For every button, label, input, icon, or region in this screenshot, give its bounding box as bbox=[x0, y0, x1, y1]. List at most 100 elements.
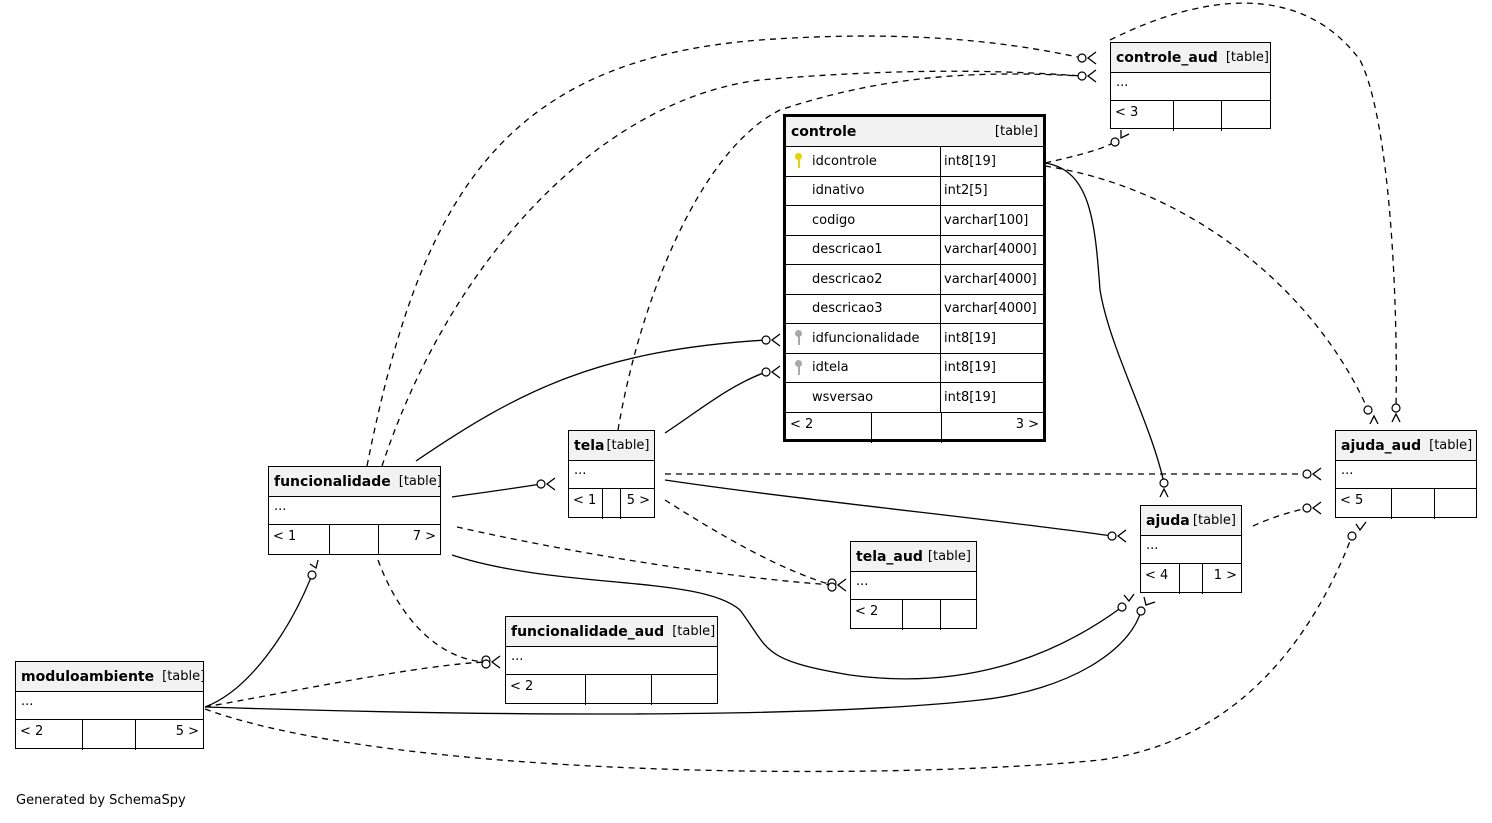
endpoint-funcionalidade-aud-1 bbox=[481, 655, 491, 665]
column-type: int8[19] bbox=[944, 153, 996, 169]
edge-controle-controle-aud bbox=[1044, 141, 1116, 164]
column-name-cell: idtela bbox=[786, 353, 941, 382]
table-funcionalidade[interactable]: funcionalidade [table] ... < 1 7 > bbox=[268, 466, 442, 555]
child-count: 7 > bbox=[412, 529, 436, 544]
column-type: varchar[4000] bbox=[944, 271, 1037, 287]
column-row[interactable]: codigo varchar[100] bbox=[786, 206, 1043, 236]
row-count bbox=[1392, 489, 1435, 519]
edge-funcionalidade-funcionalidade-aud bbox=[377, 559, 487, 663]
child-count: 3 > bbox=[1015, 416, 1039, 432]
column-name-cell: idnativo bbox=[786, 176, 941, 205]
endpoint-controle-aud-2 bbox=[1077, 71, 1087, 81]
crowfoot-ajuda-3 bbox=[1123, 593, 1135, 603]
child-count: 5 > bbox=[175, 724, 199, 739]
table-footer: < 4 1 > bbox=[1141, 564, 1241, 594]
column-row[interactable]: idcontrole int8[19] bbox=[786, 147, 1043, 177]
table-type: [table] bbox=[672, 624, 716, 639]
endpoint-ajuda-4 bbox=[1136, 606, 1146, 616]
table-columns-collapsed: ... bbox=[569, 461, 654, 489]
table-controle-aud[interactable]: controle_aud [table] ... < 3 bbox=[1110, 42, 1271, 131]
column-name: descricao3 bbox=[812, 301, 883, 317]
table-header: tela [table] bbox=[569, 431, 654, 461]
parent-count: < 1 bbox=[269, 525, 330, 555]
column-type: varchar[100] bbox=[944, 212, 1029, 228]
edge-controle-ajuda-aud bbox=[1044, 165, 1369, 411]
primary-key-icon bbox=[794, 153, 804, 169]
row-count bbox=[1174, 101, 1222, 131]
crowfoot-ajuda-aud-4 bbox=[1311, 501, 1322, 515]
table-funcionalidade-aud[interactable]: funcionalidade_aud [table] ... < 2 bbox=[505, 616, 718, 705]
table-type: [table] bbox=[162, 669, 206, 684]
edge-tela-ajuda bbox=[664, 479, 1113, 537]
column-name: wsversao bbox=[812, 389, 874, 405]
endpoint-tela-aud-2 bbox=[827, 582, 837, 592]
edge-moduloambiente-funcionalidade-aud bbox=[204, 661, 487, 708]
column-name: idcontrole bbox=[812, 153, 877, 169]
table-tela[interactable]: tela [table] ... < 1 5 > bbox=[568, 430, 655, 519]
table-moduloambiente[interactable]: moduloambiente [table] ... < 2 5 > bbox=[15, 661, 206, 750]
table-columns-collapsed: ... bbox=[851, 572, 976, 600]
table-ajuda-aud[interactable]: ajuda_aud [table] ... < 5 bbox=[1335, 430, 1477, 519]
crowfoot-controle-aud-2 bbox=[1086, 69, 1097, 83]
table-footer: < 5 bbox=[1336, 489, 1476, 519]
row-count bbox=[872, 412, 942, 443]
parent-count: < 3 bbox=[1111, 101, 1174, 131]
table-footer: < 1 7 > bbox=[269, 525, 440, 555]
column-type: int2[5] bbox=[944, 183, 988, 199]
crowfoot-ajuda-1 bbox=[1159, 487, 1169, 498]
table-name: funcionalidade bbox=[274, 473, 391, 490]
table-columns-collapsed: ... bbox=[1111, 73, 1270, 101]
column-type: varchar[4000] bbox=[944, 301, 1037, 317]
table-header: funcionalidade_aud [table] bbox=[506, 617, 717, 647]
edge-controle-ajuda bbox=[1044, 162, 1165, 484]
table-type: [table] bbox=[1192, 513, 1236, 528]
column-row[interactable]: descricao3 varchar[4000] bbox=[786, 294, 1043, 324]
crowfoot-tela bbox=[545, 477, 556, 491]
table-type: [table] bbox=[606, 438, 650, 453]
endpoint-ajuda-aud-3 bbox=[1302, 469, 1312, 479]
table-tela-aud[interactable]: tela_aud [table] ... < 2 bbox=[850, 541, 977, 630]
table-type: [table] bbox=[927, 549, 971, 564]
row-count bbox=[1180, 564, 1203, 594]
crowfoot-controle-aud-1 bbox=[1086, 51, 1097, 65]
table-name: moduloambiente bbox=[21, 668, 155, 685]
table-header: controle [table] bbox=[786, 117, 1043, 147]
table-name: ajuda_aud bbox=[1341, 437, 1422, 454]
parent-count: < 4 bbox=[1141, 564, 1180, 594]
crowfoot-tela-aud bbox=[836, 578, 847, 592]
table-ajuda[interactable]: ajuda [table] ... < 4 1 > bbox=[1140, 505, 1242, 594]
endpoint-ajuda-3 bbox=[1117, 602, 1127, 612]
endpoint-funcionalidade-aud-2 bbox=[481, 659, 491, 669]
table-name: tela_aud bbox=[856, 548, 923, 565]
foreign-key-icon bbox=[794, 359, 804, 376]
table-type: [table] bbox=[1225, 50, 1269, 65]
row-count bbox=[83, 720, 136, 750]
crowfoot-ajuda-aud-5 bbox=[1355, 521, 1367, 532]
table-columns-collapsed: ... bbox=[1336, 461, 1476, 489]
child-count: 1 > bbox=[1213, 568, 1237, 583]
child-count bbox=[941, 600, 976, 630]
column-type: varchar[4000] bbox=[944, 242, 1037, 258]
table-footer: < 2 bbox=[506, 675, 717, 705]
crowfoot-ajuda-4 bbox=[1143, 596, 1156, 606]
endpoint-controle-idfuncionalidade bbox=[761, 335, 771, 345]
column-name: codigo bbox=[812, 212, 856, 228]
table-name: funcionalidade_aud bbox=[511, 623, 665, 640]
crowfoot-ajuda-aud-1 bbox=[1369, 414, 1379, 425]
table-header: tela_aud [table] bbox=[851, 542, 976, 572]
table-header: moduloambiente [table] bbox=[16, 662, 206, 692]
table-columns-collapsed: ... bbox=[506, 647, 717, 675]
generated-by-label: Generated by SchemaSpy bbox=[16, 793, 186, 808]
foreign-key-icon bbox=[794, 330, 804, 346]
table-columns-collapsed: ... bbox=[269, 497, 440, 525]
table-footer: < 2 3 > bbox=[786, 412, 1043, 443]
endpoint-controle-aud-3 bbox=[1110, 137, 1120, 147]
column-name-cell: codigo bbox=[786, 206, 941, 235]
